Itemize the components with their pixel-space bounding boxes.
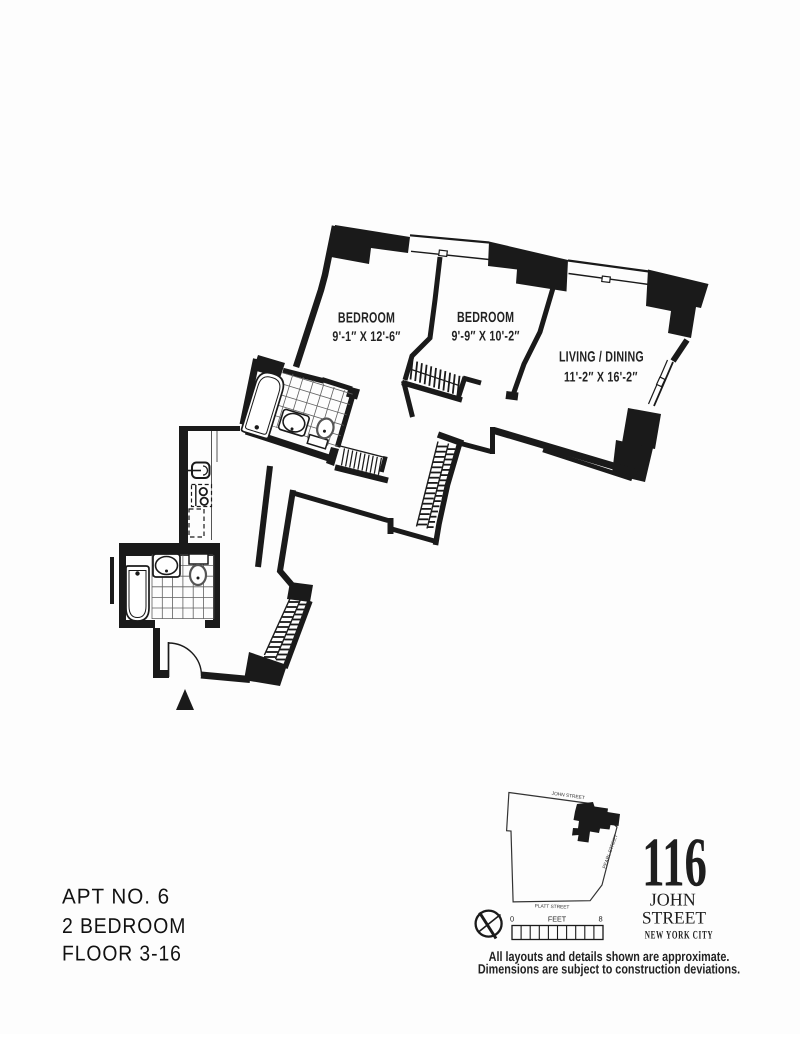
svg-text:APT NO. 6: APT NO. 6	[62, 885, 170, 909]
svg-text:9'-1″ X 12'-6″: 9'-1″ X 12'-6″	[332, 328, 400, 344]
svg-text:BEDROOM: BEDROOM	[338, 310, 395, 326]
svg-text:9'-9″ X 10'-2″: 9'-9″ X 10'-2″	[452, 328, 520, 344]
svg-text:STREET: STREET	[642, 908, 706, 928]
svg-text:All layouts and details shown: All layouts and details shown are approx…	[489, 949, 730, 964]
svg-text:PLATT STREET: PLATT STREET	[535, 903, 570, 910]
svg-text:FLOOR 3-16: FLOOR 3-16	[62, 941, 182, 965]
svg-text:Dimensions are subject to cons: Dimensions are subject to construction d…	[478, 961, 740, 976]
svg-text:LIVING / DINING: LIVING / DINING	[559, 349, 644, 365]
svg-text:NEW YORK CITY: NEW YORK CITY	[645, 930, 714, 942]
svg-text:116: 116	[642, 825, 707, 902]
svg-text:11'-2″ X 16'-2″: 11'-2″ X 16'-2″	[564, 369, 638, 385]
svg-text:0: 0	[510, 915, 514, 924]
svg-text:JOHN: JOHN	[650, 890, 696, 910]
svg-text:8: 8	[599, 915, 603, 924]
svg-text:JOHN STREET: JOHN STREET	[551, 791, 585, 802]
svg-text:BEDROOM: BEDROOM	[457, 310, 514, 326]
svg-text:2 BEDROOM: 2 BEDROOM	[62, 914, 186, 938]
svg-text:FEET: FEET	[548, 915, 567, 924]
